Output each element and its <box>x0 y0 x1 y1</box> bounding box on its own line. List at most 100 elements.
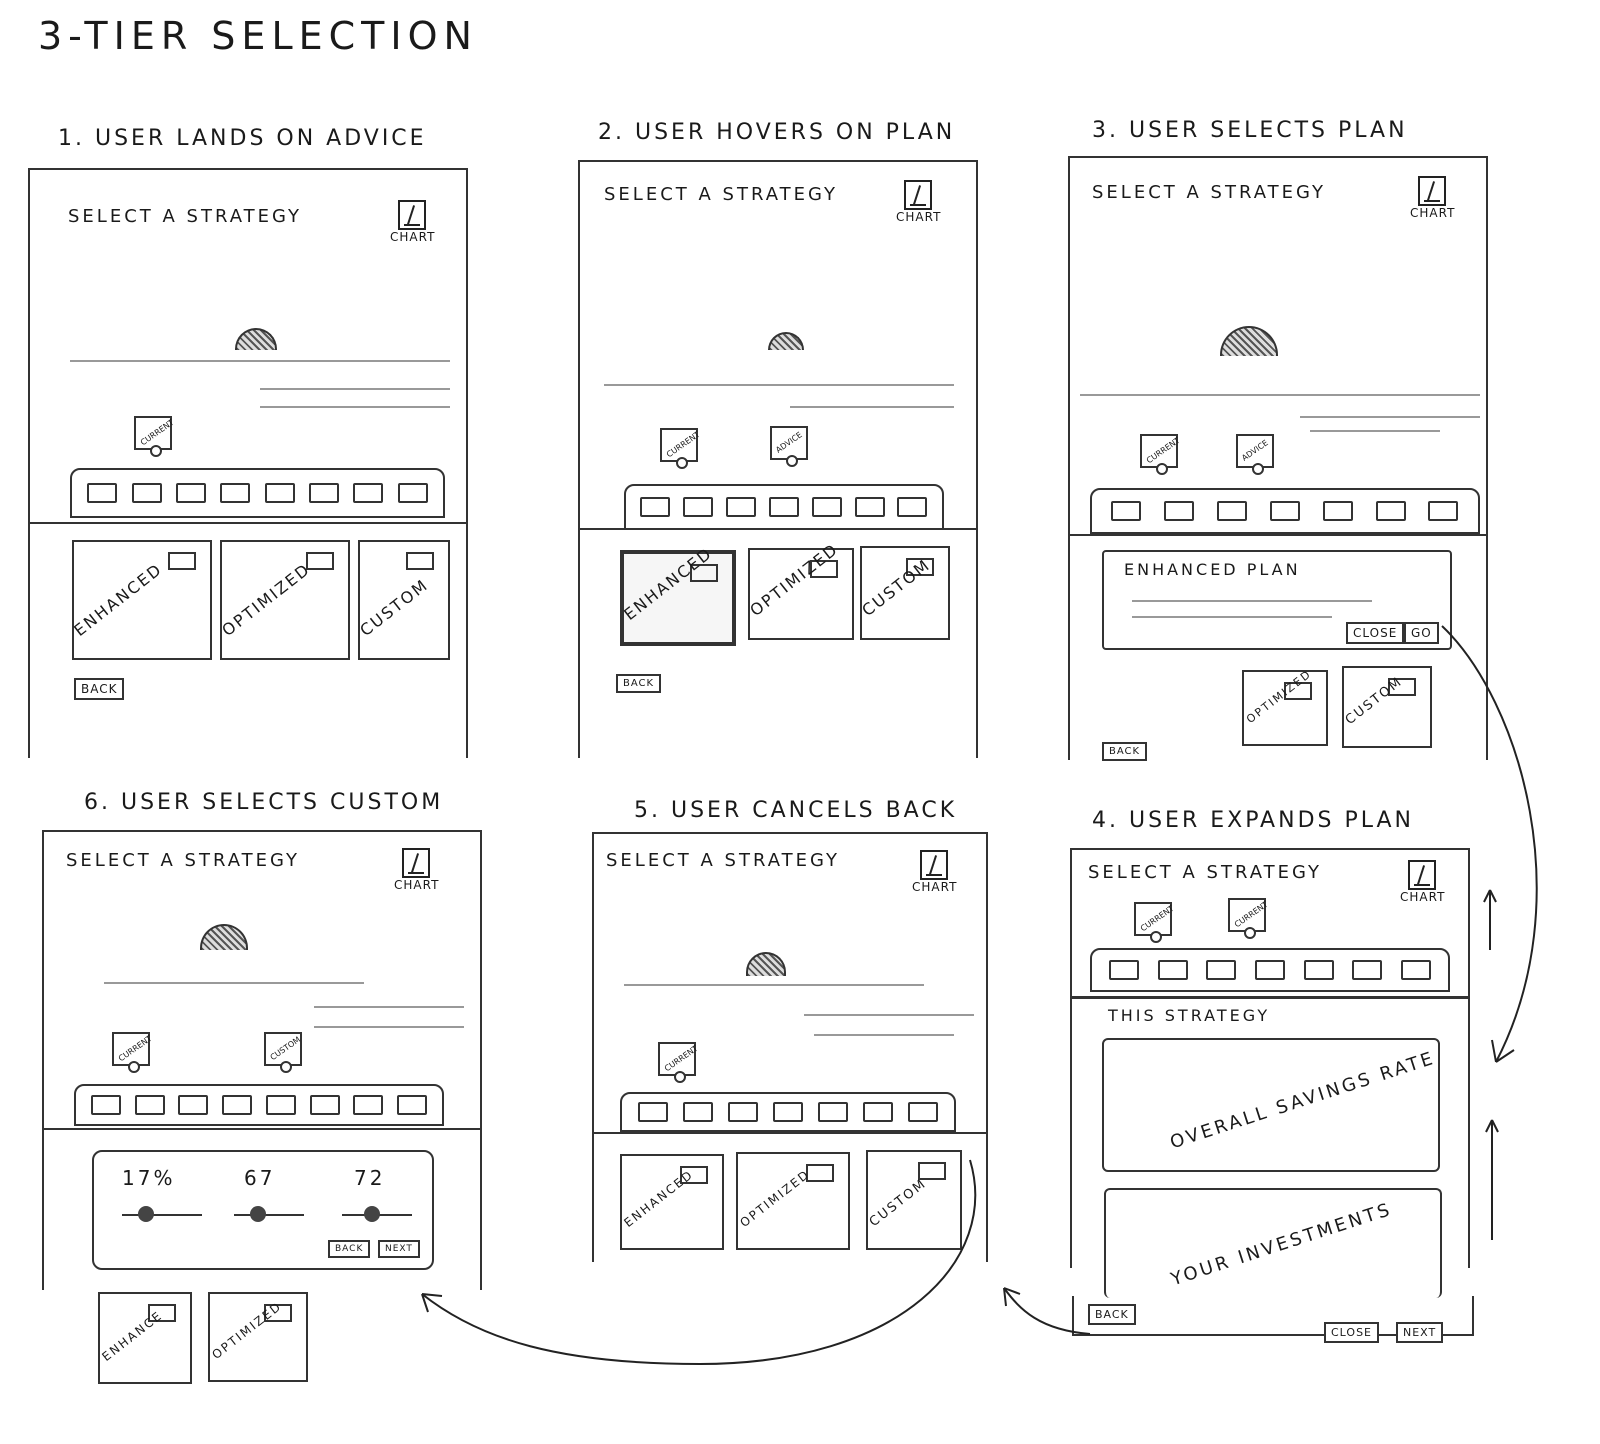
chart-label: CHART <box>896 210 942 224</box>
timeline-slot[interactable] <box>1157 960 1188 980</box>
plan-card-enhanced[interactable]: ENHANCED <box>620 543 736 646</box>
advice-marker[interactable]: ADVICE <box>1236 434 1274 475</box>
timeline-slot[interactable] <box>87 483 118 503</box>
timeline-slot[interactable] <box>1375 501 1406 521</box>
current-marker[interactable]: CURRENT <box>1140 434 1182 475</box>
horizon-line <box>1080 394 1480 396</box>
arrow-head <box>1491 1039 1515 1063</box>
sketch-line <box>1132 600 1372 602</box>
timeline-slot[interactable] <box>908 1102 939 1122</box>
timeline-slot[interactable] <box>264 483 295 503</box>
slider-2-handle[interactable] <box>250 1206 266 1222</box>
chart-button[interactable]: CHART <box>896 180 940 224</box>
savings-rate-label: OVERALL SAVINGS RATE <box>1167 1047 1439 1154</box>
current-marker[interactable]: CURRENT <box>660 428 702 469</box>
step-5-title: 5. USER CANCELS BACK <box>634 798 958 823</box>
sketch-line <box>260 388 450 390</box>
timeline-slot[interactable] <box>220 483 251 503</box>
plan-card-optimized[interactable]: OPTIMIZED <box>218 540 350 660</box>
close-button[interactable]: CLOSE <box>1346 622 1405 644</box>
timeline-slot[interactable] <box>309 483 340 503</box>
back-button[interactable]: BACK <box>616 674 662 693</box>
sketch-line <box>1310 430 1440 432</box>
timeline-slot[interactable] <box>309 1095 340 1115</box>
plan-card-optimized[interactable]: OPTIMIZED <box>1242 667 1328 746</box>
timeline-slot[interactable] <box>1206 960 1237 980</box>
plan-card-optimized[interactable]: OPTIMIZED <box>746 539 854 640</box>
timeline-slot[interactable] <box>265 1095 296 1115</box>
timeline-slot[interactable] <box>134 1095 165 1115</box>
chart-button[interactable]: CHART <box>1400 860 1444 904</box>
card-label: OPTIMIZED <box>746 539 843 620</box>
timeline-slot[interactable] <box>353 483 384 503</box>
card-label: OPTIMIZED <box>209 1298 285 1362</box>
timeline-slot[interactable] <box>1400 960 1431 980</box>
go-button[interactable]: GO <box>1404 622 1439 644</box>
timeline-slot[interactable] <box>811 497 842 517</box>
timeline-slot[interactable] <box>637 1102 668 1122</box>
advice-marker[interactable]: ADVICE <box>770 426 808 467</box>
timeline-slot[interactable] <box>1322 501 1353 521</box>
back-button[interactable]: BACK <box>1102 742 1148 761</box>
chart-button[interactable]: CHART <box>912 850 956 894</box>
timeline-slot[interactable] <box>1217 501 1248 521</box>
timeline-slot[interactable] <box>1164 501 1195 521</box>
timeline-slot[interactable] <box>768 497 799 517</box>
current-marker-2[interactable]: CURRENT <box>1228 898 1270 939</box>
current-marker[interactable]: CURRENT <box>134 416 176 457</box>
next-button[interactable]: NEXT <box>378 1240 420 1258</box>
current-marker[interactable]: CURRENT <box>112 1032 154 1073</box>
plan-card-enhanced[interactable]: ENHANCE <box>98 1292 192 1384</box>
step-2-title: 2. USER HOVERS ON PLAN <box>598 120 956 145</box>
timeline-slot[interactable] <box>726 497 757 517</box>
back-button[interactable]: BACK <box>1088 1304 1136 1325</box>
timeline-slot[interactable] <box>1254 960 1285 980</box>
timeline-slot[interactable] <box>683 497 714 517</box>
chart-button[interactable]: CHART <box>390 200 434 244</box>
plan-card-custom[interactable]: CUSTOM <box>1342 666 1432 748</box>
chart-icon <box>402 848 430 878</box>
timeline-slot[interactable] <box>1111 501 1142 521</box>
back-button[interactable]: BACK <box>328 1240 371 1258</box>
next-button[interactable]: NEXT <box>1396 1322 1444 1343</box>
timeline-slot[interactable] <box>353 1095 384 1115</box>
timeline-slot[interactable] <box>1303 960 1334 980</box>
plan-card-enhanced[interactable]: ENHANCED <box>620 1154 724 1250</box>
plan-card-custom[interactable]: CUSTOM <box>858 546 950 640</box>
slider-3-handle[interactable] <box>364 1206 380 1222</box>
current-marker[interactable]: CURRENT <box>1134 902 1176 943</box>
chart-button[interactable]: CHART <box>394 848 438 892</box>
plan-card-enhanced[interactable]: ENHANCED <box>70 540 212 660</box>
sketch-line <box>260 406 450 408</box>
timeline-slot[interactable] <box>1352 960 1383 980</box>
timeline-slot[interactable] <box>397 483 428 503</box>
plan-card-custom[interactable]: CUSTOM <box>356 540 450 660</box>
timeline-slot[interactable] <box>863 1102 894 1122</box>
current-marker[interactable]: CURRENT <box>658 1042 700 1083</box>
timeline-slot[interactable] <box>682 1102 713 1122</box>
timeline-slot[interactable] <box>178 1095 209 1115</box>
timeline-slot[interactable] <box>1428 501 1459 521</box>
timeline-slot[interactable] <box>1109 960 1140 980</box>
plan-card-custom[interactable]: CUSTOM <box>866 1150 962 1250</box>
back-button[interactable]: BACK <box>74 678 125 700</box>
slider-1-handle[interactable] <box>138 1206 154 1222</box>
timeline-slot[interactable] <box>175 483 206 503</box>
timeline-slot[interactable] <box>1269 501 1300 521</box>
timeline-slot[interactable] <box>897 497 928 517</box>
plan-card-optimized[interactable]: OPTIMIZED <box>736 1152 850 1250</box>
chart-button[interactable]: CHART <box>1410 176 1454 220</box>
timeline-slot[interactable] <box>131 483 162 503</box>
timeline-slot[interactable] <box>727 1102 758 1122</box>
custom-marker[interactable]: CUSTOM <box>264 1032 302 1073</box>
timeline-slot[interactable] <box>90 1095 121 1115</box>
close-button[interactable]: CLOSE <box>1324 1322 1380 1343</box>
phone-step-5: SELECT A STRATEGY CHART CURRENT ENHANCED… <box>592 832 988 1262</box>
timeline-slot[interactable] <box>772 1102 803 1122</box>
timeline-slot[interactable] <box>818 1102 849 1122</box>
timeline-slot[interactable] <box>854 497 885 517</box>
timeline-slot[interactable] <box>397 1095 428 1115</box>
timeline-slot[interactable] <box>222 1095 253 1115</box>
plan-card-optimized[interactable]: OPTIMIZED <box>208 1292 308 1382</box>
timeline-slot[interactable] <box>640 497 671 517</box>
